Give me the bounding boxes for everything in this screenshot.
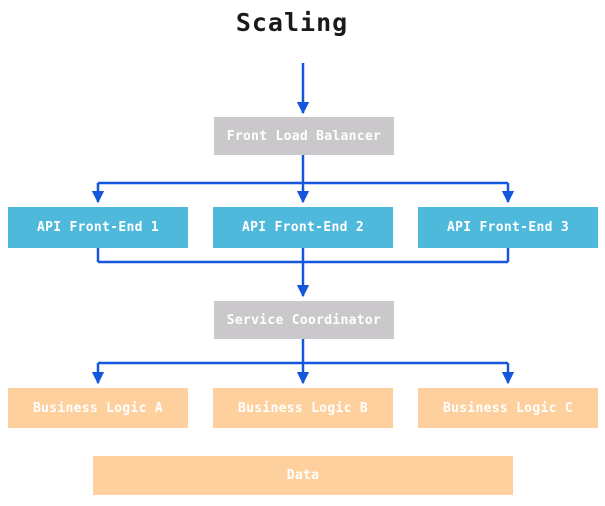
node-api-front-end-1: API Front-End 1: [8, 207, 188, 248]
node-business-logic-a: Business Logic A: [8, 388, 188, 428]
diagram-title: Scaling: [235, 8, 349, 37]
node-business-logic-c: Business Logic C: [418, 388, 598, 428]
node-business-logic-b-label: Business Logic B: [237, 400, 369, 416]
node-api-front-end-2: API Front-End 2: [213, 207, 393, 248]
node-data-label: Data: [286, 468, 320, 483]
node-business-logic-a-label: Business Logic A: [32, 400, 164, 416]
node-front-load-balancer-label: Front Load Balancer: [226, 128, 382, 144]
node-service-coordinator: Service Coordinator: [214, 301, 394, 339]
node-business-logic-b: Business Logic B: [213, 388, 393, 428]
node-business-logic-c-label: Business Logic C: [442, 400, 574, 416]
node-api-front-end-3-label: API Front-End 3: [447, 220, 569, 235]
node-api-front-end-3: API Front-End 3: [418, 207, 598, 248]
node-api-front-end-1-label: API Front-End 1: [37, 220, 159, 235]
node-data: Data: [93, 456, 513, 495]
node-api-front-end-2-label: API Front-End 2: [242, 220, 364, 235]
node-service-coordinator-label: Service Coordinator: [226, 312, 382, 328]
node-front-load-balancer: Front Load Balancer: [214, 117, 394, 155]
